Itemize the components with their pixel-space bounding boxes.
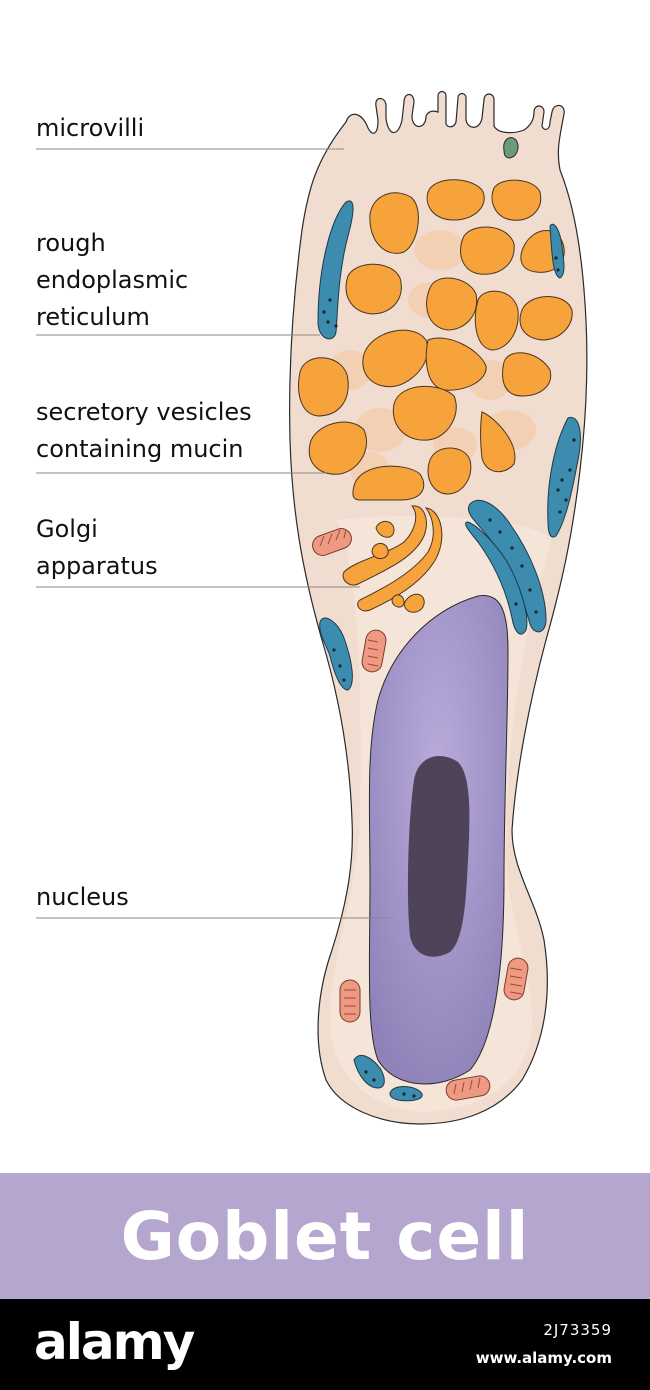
- label-secretory-vesicles: secretory vesicles containing mucin: [36, 398, 252, 463]
- apical-granule: [503, 137, 519, 159]
- label-rough-er: rough endoplasmic reticulum: [36, 229, 189, 331]
- label-nucleus: nucleus: [36, 883, 129, 911]
- watermark-footer: alamy 2J73359 www.alamy.com: [0, 1299, 650, 1390]
- golgi-apparatus: [342, 505, 443, 613]
- secretory-vesicles: [298, 179, 573, 501]
- title-banner: Goblet cell: [0, 1173, 650, 1299]
- goblet-cell-diagram: [36, 90, 588, 1125]
- ribosome-dots: [322, 256, 576, 1098]
- watermark-logo: alamy: [34, 1313, 195, 1371]
- watermark-image-id: 2J73359: [543, 1321, 612, 1339]
- diagram-title: Goblet cell: [120, 1197, 530, 1275]
- rough-endoplasmic-reticulum: [317, 200, 581, 1102]
- mitochondria-cristae: [319, 529, 523, 1095]
- nucleolus: [407, 756, 470, 957]
- label-microvilli: microvilli: [36, 114, 145, 142]
- watermark-url: www.alamy.com: [475, 1349, 612, 1367]
- label-golgi-apparatus: Golgi apparatus: [36, 515, 158, 580]
- leader-lines: [36, 148, 390, 919]
